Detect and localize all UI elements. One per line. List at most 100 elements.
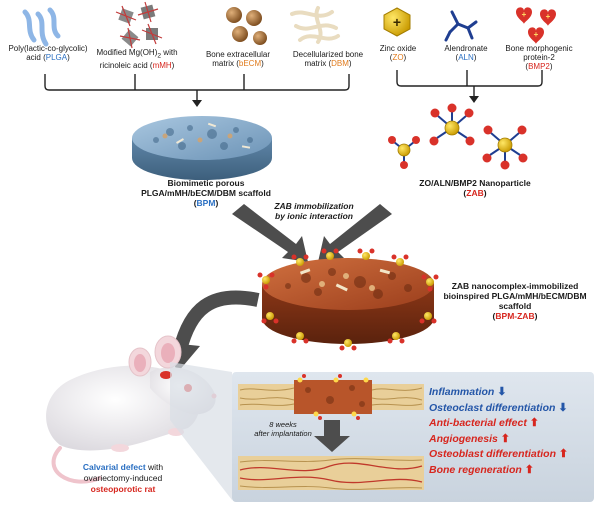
label-bpm-zab-line1: ZAB nanocomplex-immobilized [451,281,579,291]
label-mmh-line1b: with [161,48,178,57]
label-bpm-line2: PLGA/mMH/bECM/DBM scaffold [141,188,271,198]
label-mmh: Modified Mg(OH)2 with ricinoleic acid (m… [96,48,178,70]
up-arrow-icon: ⬆ [500,432,510,445]
effect-osteoblast: Osteoblast differentiation ⬆ [429,447,568,463]
label-bmp2-line3: ( [525,62,529,71]
effect-angiogenesis: Angiogenesis ⬆ [429,432,568,448]
zab-nanoparticles [388,103,528,170]
bone-after [238,456,424,490]
label-rat-line3: osteoporotic rat [90,484,156,494]
label-plga: Poly(lactic-co-glycolic) acid (PLGA) [0,44,96,62]
label-mmh-line2: ricinoleic acid ( [99,60,153,70]
label-plga-tail: ) [67,53,70,62]
outcome-panel [170,362,594,502]
mmh-icon [115,1,163,49]
label-rat-line2: ovariectomy-induced [83,473,163,483]
label-aln-code: ALN [458,53,474,62]
convergence-arrows [232,204,392,262]
label-zo: Zinc oxide (ZO) [370,44,426,62]
right-bracket [396,70,543,103]
label-becm-code: bECM [238,59,262,68]
effect-label: Anti-bacterial effect [429,417,527,429]
bone-before [238,374,424,420]
label-bmp2-line2: protein-2 [523,53,555,62]
effect-inflammation: Inflammation ⬇ [429,385,568,401]
label-bmp2-tail: ) [549,62,553,71]
label-zab-code: ZAB [466,188,484,198]
label-plga-line1: Poly(lactic-co-glycolic) [8,44,88,53]
effects-list: Inflammation ⬇ Osteoclast differentiatio… [429,385,568,478]
effect-label: Osteoblast differentiation [429,448,556,460]
label-zo-line2: ( [389,53,393,62]
bpm-scaffold [132,116,272,180]
bmp2-mark: + [546,12,551,21]
up-arrow-icon: ⬆ [558,448,569,460]
label-becm-line2: matrix ( [212,59,239,68]
label-aln-line2: ( [455,53,459,62]
becm-icon [226,7,267,45]
label-zo-line1: Zinc oxide [379,44,417,53]
label-bpm-zab-code: BPM-ZAB [495,311,535,321]
label-rat: Calvarial defect with ovariectomy-induce… [58,462,188,495]
label-dbm-tail: ) [348,59,352,68]
label-dbm-line1: Decellularized bone [292,50,364,59]
weeks-arrow [314,420,350,452]
bpm-zab-scaffold [257,248,439,351]
label-implant: 8 weeks after implantation [246,420,320,438]
label-bpm-zab: ZAB nanocomplex-immobilized bioinspired … [440,281,590,321]
label-implant-line1: 8 weeks [269,420,297,429]
bmp2-mark: + [522,10,527,19]
label-bpm-line1: Biomimetic porous [167,178,245,188]
up-arrow-icon: ⬆ [529,417,539,429]
label-immobilization: ZAB immobilization by ionic interaction [262,201,366,221]
label-immobilization-line1: ZAB immobilization [274,201,354,211]
alendronate-icon [444,10,478,42]
effect-label: Osteoclast differentiation [429,401,556,414]
effect-label: Angiogenesis [429,432,498,445]
left-bracket [44,74,350,107]
label-bpm-zab-line3: scaffold [498,301,532,311]
effect-bone-regeneration: Bone regeneration ⬆ [429,463,568,479]
label-bpm: Biomimetic porous PLGA/mMH/bECM/DBM scaf… [136,178,276,208]
label-zo-code: ZO [392,53,404,62]
bmp2-icon: + + + [516,7,556,44]
label-mmh-line1: Modified Mg(OH) [96,48,158,57]
down-arrow-icon: ⬇ [558,401,568,414]
label-plga-code: PLGA [45,53,68,62]
zinc-oxide-icon: + [383,7,411,37]
label-aln-tail: ) [473,53,477,62]
dbm-icon [290,6,340,44]
label-zab: ZO/ALN/BMP2 Nanoparticle (ZAB) [405,178,545,198]
label-zo-tail: ) [403,53,407,62]
label-bpm-code: BPM [196,198,216,208]
label-mmh-sub: 2 [157,52,162,60]
effect-label: Inflammation [429,386,495,398]
label-plga-line2: acid ( [26,53,46,62]
label-immobilization-line2: by ionic interaction [275,211,353,221]
label-aln-line1: Alendronate [444,44,488,53]
bmp2-mark: + [534,30,539,39]
up-arrow-icon: ⬆ [524,463,534,476]
zo-plus-symbol: + [393,14,401,30]
label-becm-tail: ) [261,59,264,68]
label-rat-line1b: with [145,462,164,472]
plga-icon [22,7,61,47]
label-bmp2-code: BMP2 [528,62,550,71]
label-mmh-code: mMH [152,60,172,70]
down-arrow-icon: ⬇ [497,386,507,398]
label-becm-line1: Bone extracellular [205,50,271,59]
label-bmp2-line1: Bone morphogenic [505,44,573,53]
effect-label: Bone regeneration [429,463,522,476]
label-zab-line1: ZO/ALN/BMP2 Nanoparticle [419,178,531,188]
label-implant-line2: after implantation [254,429,312,438]
label-mmh-tail: ) [171,60,175,70]
label-rat-line1a: Calvarial defect [82,462,146,472]
effect-osteoclast: Osteoclast differentiation ⬇ [429,401,568,417]
label-dbm: Decellularized bone matrix (DBM) [286,50,370,68]
label-becm: Bone extracellular matrix (bECM) [198,50,278,68]
label-bmp2: Bone morphogenic protein-2 (BMP2) [502,44,576,71]
label-dbm-line2: matrix ( [304,59,332,68]
label-dbm-code: DBM [331,59,349,68]
label-bpm-zab-line2: bioinspired PLGA/mMH/bECM/DBM [443,291,587,301]
